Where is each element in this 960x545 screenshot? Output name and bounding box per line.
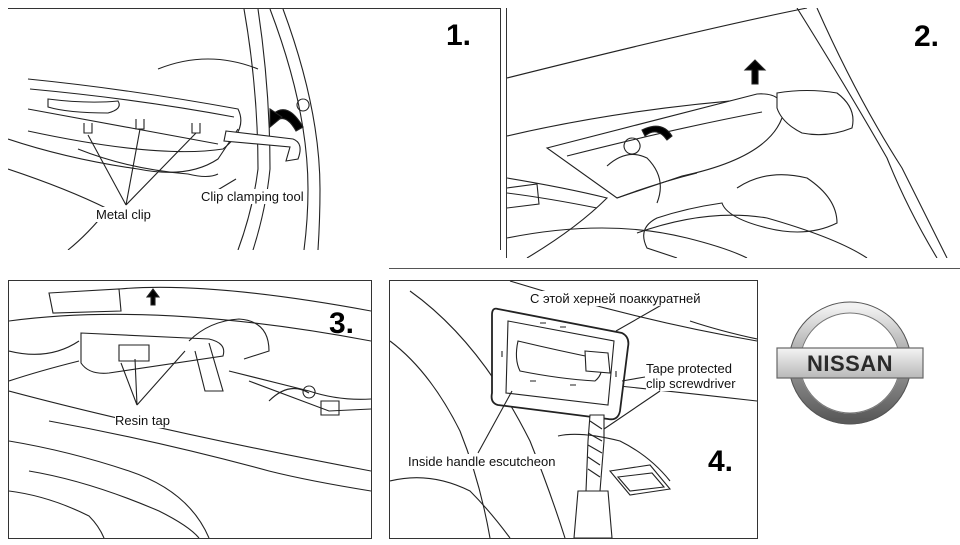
panel-step-2: 2. <box>506 8 960 258</box>
label-clip-screwdriver: clip screwdriver <box>646 376 736 391</box>
step-number-4: 4. <box>708 445 734 478</box>
panel-step-4: С этой херней поаккуратней Tape protecte… <box>389 280 758 539</box>
step-number-1: 1. <box>446 19 472 52</box>
door-trim-illustration-4 <box>390 281 757 538</box>
label-clip-clamping-tool: Clip clamping tool <box>201 189 304 204</box>
label-metal-clip: Metal clip <box>96 207 151 222</box>
label-note-russian: С этой херней поаккуратней <box>530 291 701 306</box>
door-trim-illustration-1 <box>8 9 321 250</box>
logo-text: NISSAN <box>807 351 893 376</box>
door-trim-illustration-3 <box>9 286 371 538</box>
panel-step-1: Metal clip Clip clamping tool 1. <box>8 8 501 250</box>
step-number-2: 2. <box>914 20 940 53</box>
nissan-logo: NISSAN <box>775 300 925 426</box>
divider-line <box>389 268 960 269</box>
label-inside-handle-escutcheon: Inside handle escutcheon <box>408 454 556 469</box>
door-trim-illustration-2 <box>507 8 948 258</box>
step-number-3: 3. <box>329 307 355 340</box>
panel-step-3: Resin tap 3. <box>8 280 372 539</box>
label-tape-protected: Tape protected <box>646 361 733 376</box>
label-resin-tap: Resin tap <box>115 413 170 428</box>
nissan-emblem-icon: NISSAN <box>776 301 924 425</box>
